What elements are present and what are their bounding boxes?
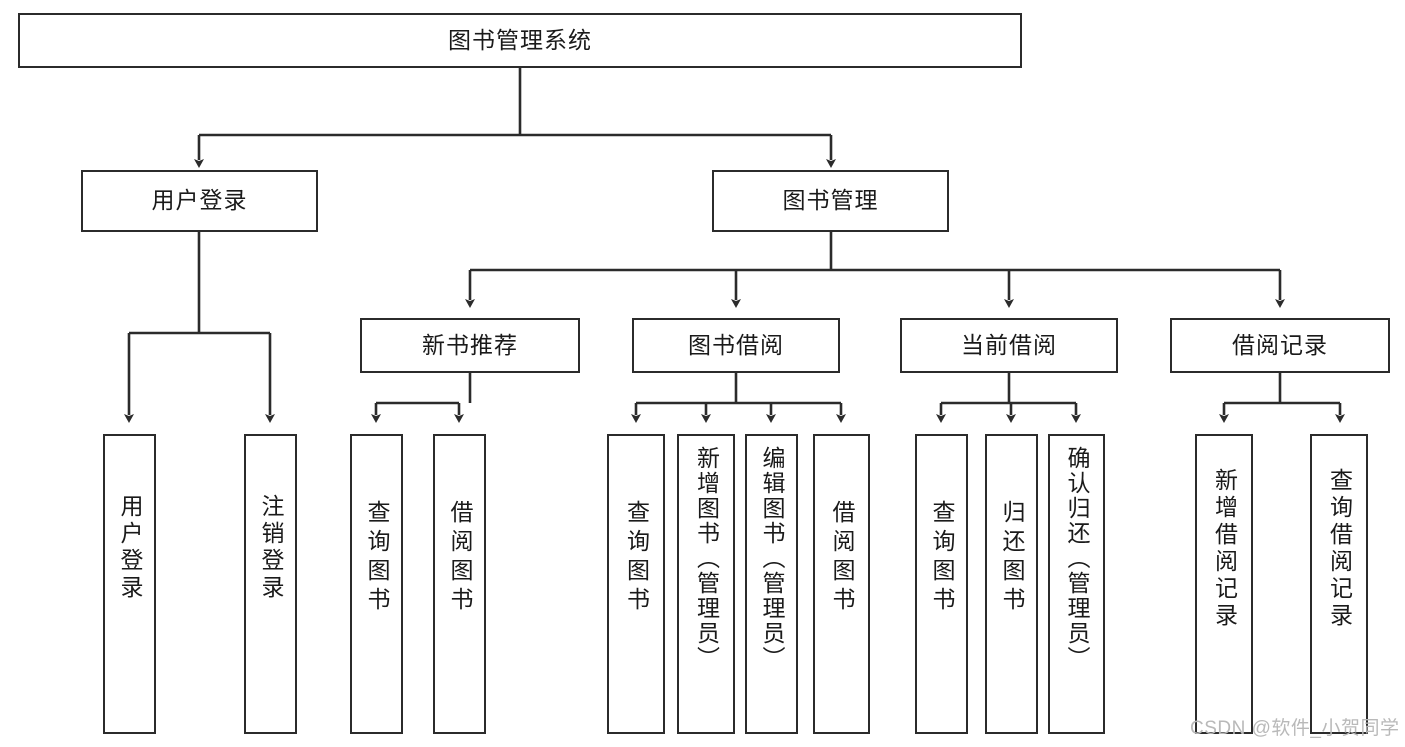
node-label: 图书借阅: [688, 331, 784, 358]
node-current-borrowing[interactable]: 当前借阅: [900, 318, 1118, 373]
node-label: 查询图书: [929, 500, 955, 616]
node-label: 新增借阅记录: [1211, 468, 1238, 630]
node-label: 查询图书: [623, 500, 650, 616]
node-label: 查询借阅记录: [1326, 468, 1353, 630]
node-label: 新增图书（管理员）: [693, 446, 720, 671]
node-label: 当前借阅: [961, 331, 1057, 358]
node-label: 借阅记录: [1232, 331, 1328, 358]
node-label: 图书管理: [782, 187, 879, 214]
node-label: 新书推荐: [422, 331, 518, 358]
leaf-borrow-books-bb[interactable]: 借阅图书: [813, 434, 870, 734]
leaf-add-borrow-record[interactable]: 新增借阅记录: [1195, 434, 1253, 734]
node-label: 归还图书: [999, 500, 1025, 616]
node-root-book-management-system[interactable]: 图书管理系统: [18, 13, 1022, 68]
leaf-borrow-books-nbr[interactable]: 借阅图书: [433, 434, 486, 734]
node-book-management[interactable]: 图书管理: [712, 170, 949, 232]
node-borrowing-record[interactable]: 借阅记录: [1170, 318, 1390, 373]
leaf-query-books-bb[interactable]: 查询图书: [607, 434, 665, 734]
node-label: 编辑图书（管理员）: [759, 446, 785, 671]
node-label: 用户登录: [117, 494, 143, 602]
node-label: 借阅图书: [829, 500, 855, 616]
node-label: 查询图书: [364, 500, 390, 616]
leaf-query-books-cb[interactable]: 查询图书: [915, 434, 968, 734]
node-label: 注销登录: [258, 494, 284, 602]
node-label: 确认归还（管理员）: [1064, 446, 1090, 671]
node-new-book-recommendation[interactable]: 新书推荐: [360, 318, 580, 373]
leaf-confirm-return-admin[interactable]: 确认归还（管理员）: [1048, 434, 1105, 734]
leaf-edit-book-admin[interactable]: 编辑图书（管理员）: [745, 434, 798, 734]
node-book-borrowing[interactable]: 图书借阅: [632, 318, 840, 373]
node-label: 用户登录: [151, 187, 248, 214]
csdn-watermark: CSDN @软件_小贺同学: [1190, 718, 1400, 739]
node-label: 借阅图书: [447, 500, 473, 616]
leaf-query-books-nbr[interactable]: 查询图书: [350, 434, 403, 734]
leaf-return-books[interactable]: 归还图书: [985, 434, 1038, 734]
node-user-login[interactable]: 用户登录: [81, 170, 318, 232]
leaf-add-book-admin[interactable]: 新增图书（管理员）: [677, 434, 735, 734]
leaf-query-borrow-record[interactable]: 查询借阅记录: [1310, 434, 1368, 734]
leaf-logout[interactable]: 注销登录: [244, 434, 297, 734]
node-label: 图书管理系统: [448, 26, 592, 53]
leaf-user-login[interactable]: 用户登录: [103, 434, 156, 734]
